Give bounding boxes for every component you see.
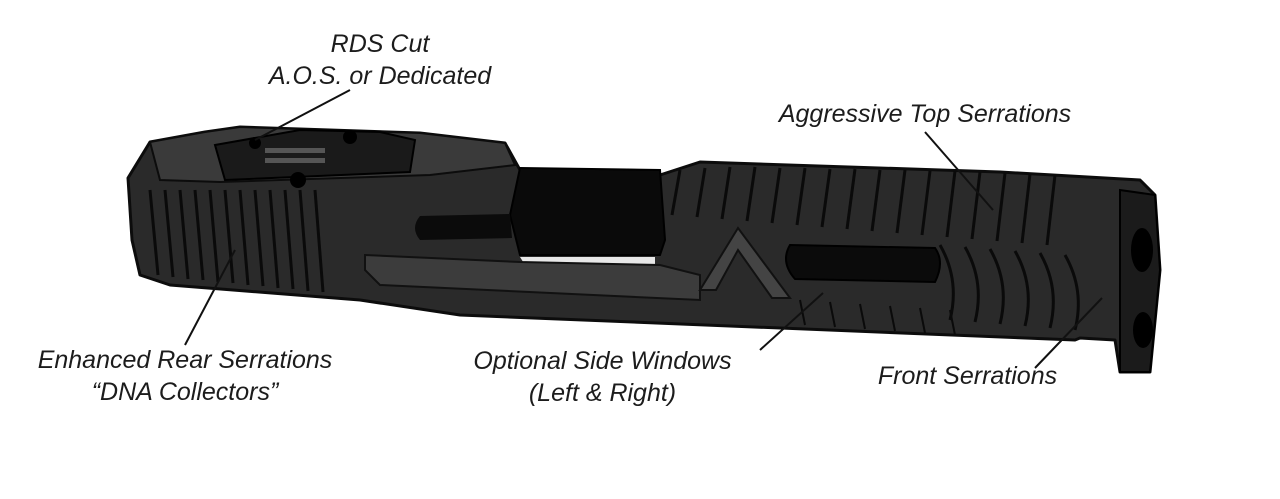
rds-screw-hole-rear <box>249 137 261 149</box>
barrel-opening <box>1131 228 1153 272</box>
callout-side-windows: Optional Side Windows (Left & Right) <box>450 345 755 409</box>
rds-cut-slots <box>265 148 325 153</box>
leader-front <box>1034 297 1103 369</box>
logo-cut <box>698 226 792 299</box>
leader-top <box>924 131 994 211</box>
callout-rear-serrations-title: Enhanced Rear Serrations <box>37 346 333 374</box>
leader-rds <box>254 89 351 141</box>
rds-cut-slots-2 <box>265 158 325 163</box>
callout-rds-cut-subtitle: A.O.S. or Dedicated <box>268 62 492 90</box>
callout-front-serrations-title: Front Serrations <box>877 362 1058 390</box>
rear-serrations <box>148 189 325 293</box>
callout-top-serrations: Aggressive Top Serrations <box>740 98 1110 130</box>
ejection-port <box>508 166 667 256</box>
side-window <box>785 243 941 284</box>
rear-window-slot <box>415 214 512 240</box>
callout-rds-cut: RDS Cut A.O.S. or Dedicated <box>250 28 510 92</box>
callout-side-windows-title: Optional Side Windows <box>473 347 732 375</box>
callout-front-serrations: Front Serrations <box>860 360 1075 392</box>
callout-side-windows-subtitle: (Left & Right) <box>528 379 677 407</box>
callout-rds-cut-title: RDS Cut <box>330 30 430 58</box>
callout-rear-serrations-subtitle: “DNA Collectors” <box>91 378 279 406</box>
rds-cut <box>213 128 417 182</box>
leader-side <box>759 292 824 351</box>
top-serrations <box>670 166 1057 246</box>
side-channel <box>364 253 701 302</box>
leader-rear <box>184 249 236 346</box>
guide-rod-opening <box>1133 312 1153 348</box>
callout-leaders <box>184 89 1103 369</box>
rds-screw-hole-front <box>343 130 357 144</box>
rds-screw-hole-lower <box>290 172 306 188</box>
callout-top-serrations-title: Aggressive Top Serrations <box>778 100 1072 128</box>
front-serrations <box>938 244 1080 331</box>
callout-rear-serrations: Enhanced Rear Serrations “DNA Collectors… <box>10 344 360 408</box>
